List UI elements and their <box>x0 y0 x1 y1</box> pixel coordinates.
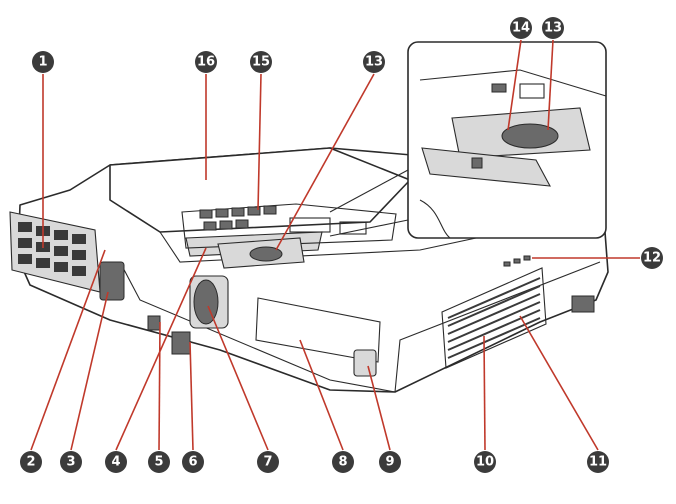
front-remote-receiver <box>354 350 376 376</box>
remote-receiver-front <box>100 262 124 300</box>
callout-badge: 9 <box>379 451 401 473</box>
callout-badge: 8 <box>332 451 354 473</box>
callout-number: 1 <box>38 55 47 70</box>
callout-badge: 12 <box>641 247 663 269</box>
indicator-mark <box>504 262 510 266</box>
callout-number: 13 <box>365 55 383 70</box>
callout-number: 14 <box>512 21 530 36</box>
inset-slide-knob <box>472 158 482 168</box>
control-button <box>204 222 216 230</box>
leader-line <box>190 342 193 450</box>
control-button <box>200 210 212 218</box>
callout-badge: 10 <box>474 451 496 473</box>
vent-slot <box>54 262 68 272</box>
callout-number: 8 <box>338 455 347 470</box>
callout-number: 4 <box>111 455 120 470</box>
leader-line <box>520 316 598 450</box>
callout-badge: 4 <box>105 451 127 473</box>
rear-foot <box>572 296 594 312</box>
vent-slot <box>18 254 32 264</box>
callout-number: 3 <box>66 455 75 470</box>
control-button <box>216 209 228 217</box>
lens-icon <box>194 280 218 324</box>
control-button <box>236 220 248 228</box>
callout-number: 6 <box>188 455 197 470</box>
callout-badge: 6 <box>182 451 204 473</box>
callout-number: 5 <box>154 455 163 470</box>
callout-badge: 5 <box>148 451 170 473</box>
callout-number: 16 <box>197 55 215 70</box>
control-button <box>232 208 244 216</box>
callout-number: 11 <box>589 455 607 470</box>
vent-slot <box>72 266 86 276</box>
callout-badge: 1 <box>32 51 54 73</box>
callout-badge: 13 <box>542 17 564 39</box>
inset-button <box>492 84 506 92</box>
foot-lever <box>148 316 160 330</box>
callout-number: 2 <box>26 455 35 470</box>
callout-number: 9 <box>385 455 394 470</box>
callout-number: 10 <box>476 455 494 470</box>
vent-slot <box>18 238 32 248</box>
indicator-mark <box>514 259 520 263</box>
leader-line <box>71 292 108 450</box>
callout-number: 12 <box>643 251 661 266</box>
indicator-mark <box>524 256 530 260</box>
callout-badge: 3 <box>60 451 82 473</box>
vent-slot <box>18 222 32 232</box>
callout-badge: 11 <box>587 451 609 473</box>
leader-line <box>159 322 160 450</box>
vent-slot <box>72 250 86 260</box>
callout-badge: 7 <box>257 451 279 473</box>
vent-slot <box>36 258 50 268</box>
callout-number: 13 <box>544 21 562 36</box>
vent-slot <box>54 230 68 240</box>
vent-slot <box>72 234 86 244</box>
control-button <box>220 221 232 229</box>
callout-badge: 16 <box>195 51 217 73</box>
control-button <box>264 206 276 214</box>
vent-slot <box>54 246 68 256</box>
callout-badge: 14 <box>510 17 532 39</box>
callout-badge: 13 <box>363 51 385 73</box>
front-foot <box>172 332 190 354</box>
leader-line <box>484 336 485 450</box>
callout-badge: 2 <box>20 451 42 473</box>
callout-number: 15 <box>252 55 270 70</box>
inset-focus-ring <box>502 124 558 148</box>
callout-number: 7 <box>263 455 272 470</box>
callout-badge: 15 <box>250 51 272 73</box>
